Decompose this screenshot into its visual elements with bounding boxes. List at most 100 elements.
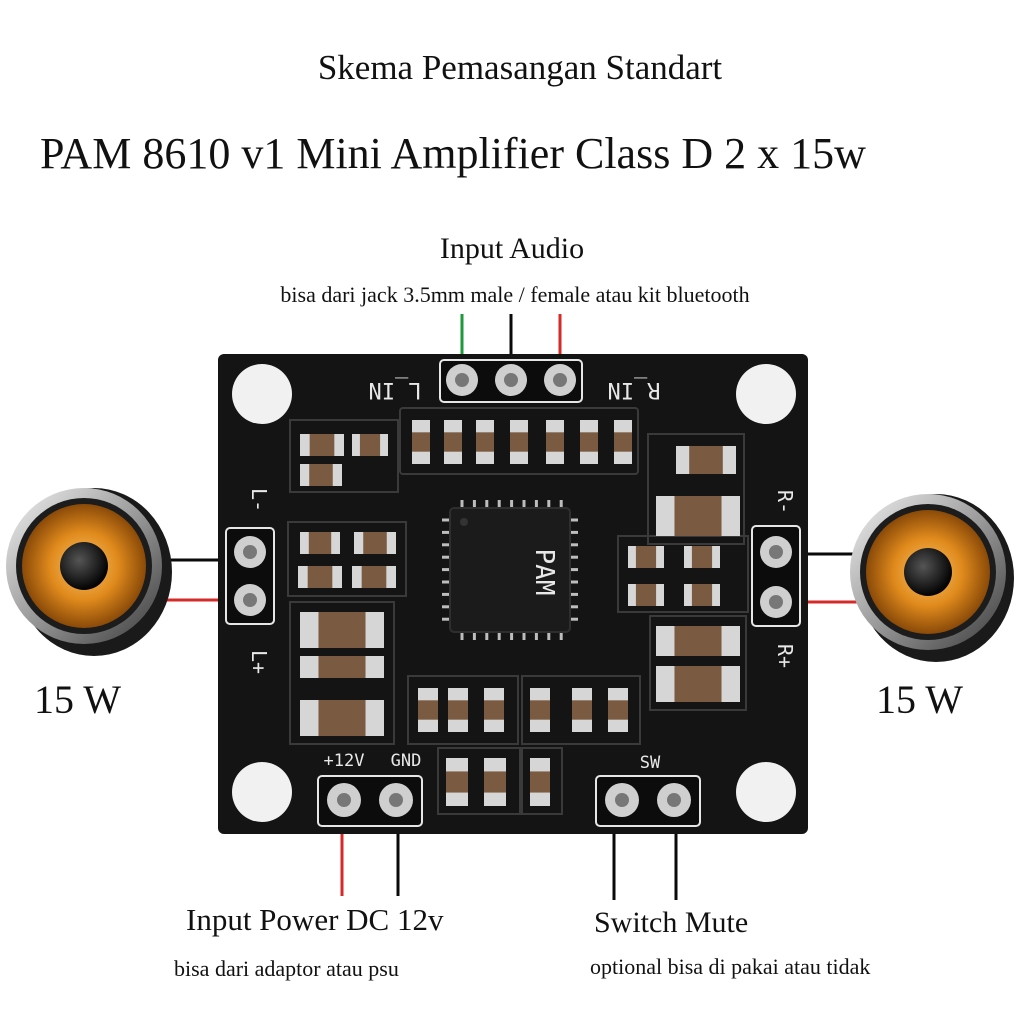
silkscreen-labels: L_IN R_IN L- L+ R- R+ +12V GND SW (247, 377, 797, 773)
smd-pad (476, 451, 494, 464)
left-speaker-watt: 15 W (34, 677, 122, 722)
left-speaker-terminals (225, 527, 275, 625)
smd-pad (380, 434, 388, 456)
smd-pad (656, 496, 675, 536)
smd-pad (572, 688, 592, 701)
silk-l-in: L_IN (369, 377, 422, 402)
smd-pad (300, 464, 310, 486)
smd-pad (418, 719, 438, 732)
input-audio-label: Input Audio (439, 232, 585, 265)
smd-pad (412, 420, 430, 433)
smd-pad (354, 532, 364, 554)
smd-pad (476, 420, 494, 433)
smd-pad (608, 688, 628, 701)
smd-pad (546, 451, 564, 464)
smd-pad (444, 451, 462, 464)
smd-part (300, 612, 384, 648)
smd-pad (444, 420, 462, 433)
silk-r-in: R_IN (608, 377, 661, 402)
smd-pad (712, 546, 720, 568)
smd-part (352, 434, 388, 456)
bottom-wires (340, 834, 678, 900)
smd-part (300, 532, 340, 554)
smd-pad (298, 566, 308, 588)
smd-pad (656, 546, 664, 568)
silk-l-minus: L- (247, 488, 271, 512)
mount-hole-tr (736, 364, 796, 424)
smd-pad (365, 656, 384, 678)
smd-pad (300, 532, 309, 554)
power-input-label: Input Power DC 12v (186, 902, 444, 937)
smd-pad (684, 546, 692, 568)
right-speaker-watt: 15 W (876, 677, 964, 722)
smd-pad (386, 566, 396, 588)
smd-part (300, 434, 344, 456)
smd-pad (352, 566, 362, 588)
smd-pad (721, 666, 740, 702)
smd-pad (608, 719, 628, 732)
smd-pad (446, 758, 468, 772)
smd-pad (412, 451, 430, 464)
smd-pad (418, 688, 438, 701)
smd-pad (530, 719, 550, 732)
smd-pad (484, 792, 506, 806)
smd-pad (614, 420, 632, 433)
silk-r-minus: R- (773, 490, 797, 514)
smd-pad (365, 700, 384, 736)
smd-pad (448, 719, 468, 732)
smd-part (676, 446, 736, 474)
smd-pad (572, 719, 592, 732)
smd-pad (614, 451, 632, 464)
smd-part (300, 464, 342, 486)
smd-pad (628, 584, 636, 606)
power-terminals (317, 775, 423, 827)
smd-pad (580, 420, 598, 433)
smd-pad (656, 626, 675, 656)
smd-part (298, 566, 342, 588)
smd-part (656, 666, 740, 702)
mount-hole-bl (232, 762, 292, 822)
silk-gnd: GND (391, 751, 422, 771)
switch-mute-label: Switch Mute (594, 906, 749, 939)
smd-part (684, 546, 720, 568)
smd-pad (352, 434, 360, 456)
smd-pad (530, 758, 550, 772)
smd-pad (580, 451, 598, 464)
smd-pad (332, 566, 342, 588)
smd-pad (484, 719, 504, 732)
mount-hole-tl (232, 364, 292, 424)
smd-pad (331, 532, 340, 554)
smd-part (300, 700, 384, 736)
smd-part (628, 584, 664, 606)
smd-pad (365, 612, 384, 648)
silk-r-plus: R+ (773, 644, 797, 668)
smd-pad (300, 434, 310, 456)
smd-components (298, 420, 740, 806)
smd-pad (484, 758, 506, 772)
mount-hole-br (736, 762, 796, 822)
smd-pad (530, 688, 550, 701)
smd-pad (628, 546, 636, 568)
diagram-title: Skema Pemasangan Standart (317, 48, 723, 87)
smd-pad (684, 584, 692, 606)
pam8610-chip: PAM (442, 500, 578, 640)
smd-pad (721, 626, 740, 656)
smd-pad (676, 446, 690, 474)
smd-pad (484, 688, 504, 701)
smd-pad (510, 451, 528, 464)
smd-part (628, 546, 664, 568)
smd-pad (722, 446, 736, 474)
smd-pad (448, 688, 468, 701)
smd-part (656, 496, 740, 536)
smd-part (354, 532, 396, 554)
smd-pad (334, 434, 344, 456)
smd-part (656, 626, 740, 656)
smd-pad (656, 666, 675, 702)
right-speaker-terminals (751, 525, 801, 627)
silk-12v: +12V (324, 751, 365, 771)
smd-pad (300, 656, 319, 678)
smd-pad (656, 584, 664, 606)
smd-pad (386, 532, 396, 554)
